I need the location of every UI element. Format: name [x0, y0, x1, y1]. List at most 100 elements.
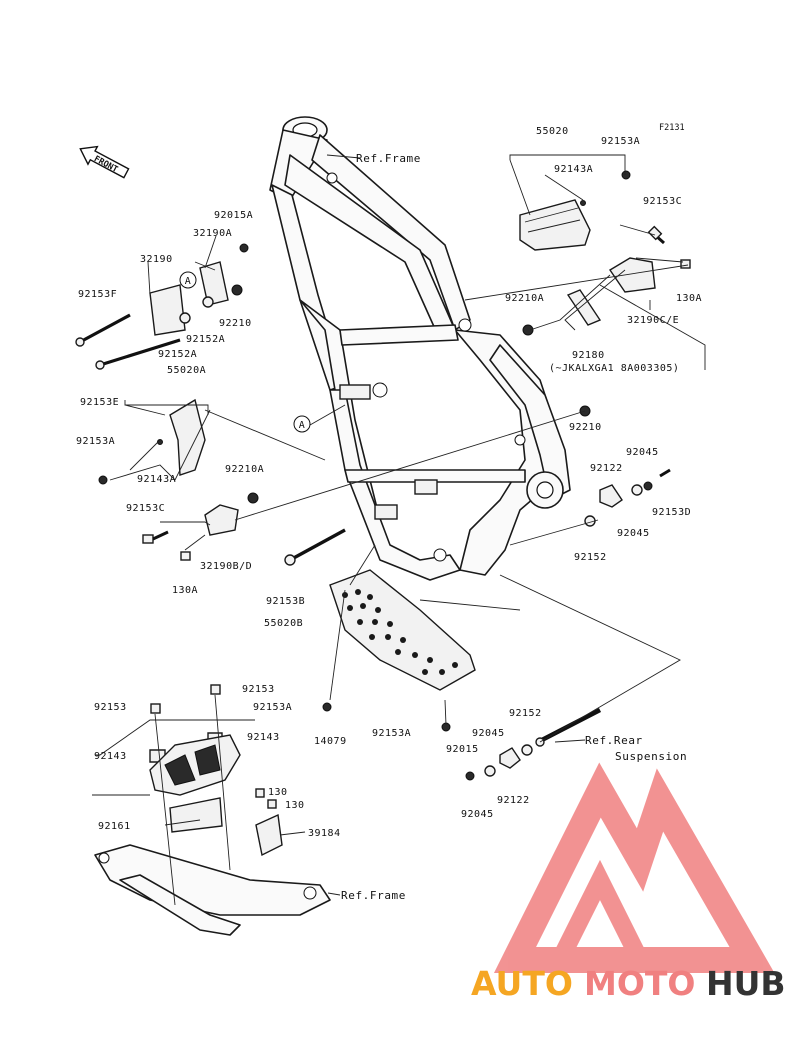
- part-label: 92180: [572, 350, 605, 361]
- part-labels: F2131 55020 92153A 92143A 92153C 130A 32…: [76, 123, 702, 902]
- part-label: 92045: [626, 447, 659, 458]
- part-label: 92153: [242, 684, 275, 695]
- part-label: 92143A: [137, 474, 176, 485]
- bolt-92153c: [647, 225, 665, 245]
- bracket-32190b: [204, 504, 239, 536]
- part-label: 130A: [676, 293, 702, 304]
- bolt-130a-left: [180, 551, 191, 561]
- part-label: 92153: [94, 702, 127, 713]
- watermark-text: AUTO MOTO HUB: [471, 964, 786, 1003]
- ref-frame-bottom: Ref.Frame: [341, 889, 406, 902]
- bracket-32190c: [609, 257, 656, 293]
- bolt-92153-left: [150, 703, 161, 714]
- nut-92210: [231, 284, 243, 296]
- part-label: 92210: [219, 318, 252, 329]
- bolt-130-a: [255, 788, 265, 798]
- plate-92161: [169, 797, 223, 833]
- part-label: 55020B: [264, 618, 303, 629]
- part-label: 130: [285, 800, 305, 811]
- skid-plate-55020b: [329, 569, 476, 691]
- bushing-92122-lower: [499, 747, 521, 769]
- long-bolt-92153b: [284, 528, 346, 566]
- part-label: 92045: [461, 809, 494, 820]
- part-label: 92122: [590, 463, 623, 474]
- part-label: 32190: [140, 254, 173, 265]
- bolt-92015a: [239, 243, 249, 253]
- bolt-92153a: [621, 170, 631, 180]
- washer-92045-lower-a: [484, 765, 496, 777]
- bolt-130-b: [267, 799, 277, 809]
- part-label: 92153F: [78, 289, 117, 300]
- part-label: 92153A: [372, 728, 411, 739]
- part-label: (~JKALXGA1 8A003305): [549, 363, 679, 374]
- part-label: 130: [268, 787, 288, 798]
- part-label: 32190A: [193, 228, 232, 239]
- ref-frame-top: Ref.Frame: [356, 152, 421, 165]
- part-label: 92015A: [214, 210, 253, 221]
- part-label: 92015: [446, 744, 479, 755]
- long-bolt-92153e: [95, 338, 181, 370]
- engine-guard-55020: [519, 199, 591, 251]
- guard-14079: [149, 734, 241, 796]
- part-label: 14079: [314, 736, 347, 747]
- part-label: 92152: [574, 552, 607, 563]
- part-label: 92143A: [554, 164, 593, 175]
- part-label: 92045: [472, 728, 505, 739]
- bushing-92122: [599, 484, 623, 508]
- bolt-92153c-left: [142, 530, 169, 544]
- part-label: 32190C/E: [627, 315, 679, 326]
- part-label: 92152: [509, 708, 542, 719]
- part-label: 55020A: [167, 365, 206, 376]
- part-label: 32190B/D: [200, 561, 252, 572]
- long-bolt-92153f: [75, 313, 131, 347]
- bracket-32190a: [199, 261, 229, 306]
- callout-a-text: A: [299, 420, 306, 431]
- ref-rear: Ref.Rear: [585, 734, 643, 747]
- part-label: 92143: [247, 732, 280, 743]
- watermark-hub: HUB: [706, 964, 786, 1003]
- part-label: 92153A: [253, 702, 292, 713]
- part-label: 92153C: [643, 196, 682, 207]
- bolt-130a-right: [680, 259, 691, 269]
- front-arrow-icon: FRONT: [79, 145, 130, 179]
- collar-92152a-2: [179, 312, 191, 324]
- figure-code: F2131: [659, 123, 685, 133]
- part-label: 92153C: [126, 503, 165, 514]
- part-label: 92153A: [76, 436, 115, 447]
- bolt-92153a-left: [98, 475, 108, 485]
- washer-92045-a: [631, 484, 643, 496]
- washer-92045-b: [643, 481, 653, 491]
- part-label: 92210: [569, 422, 602, 433]
- leader-lines: [92, 154, 706, 906]
- part-label: 92153D: [652, 507, 691, 518]
- part-label: 130A: [172, 585, 198, 596]
- nut-92210a-right: [522, 324, 534, 336]
- part-label: 92210A: [225, 464, 264, 475]
- part-label: 92122: [497, 795, 530, 806]
- subframe-lower: [94, 844, 331, 936]
- callout-a-left: A: [179, 271, 197, 289]
- callout-a-text: A: [185, 276, 192, 287]
- part-label: 92210A: [505, 293, 544, 304]
- part-label: 55020: [536, 126, 569, 137]
- nut-92210a-left: [247, 492, 259, 504]
- plate-92180: [566, 289, 602, 326]
- bracket-39184: [255, 813, 283, 857]
- main-frame: [269, 116, 571, 581]
- washer-92015: [465, 771, 475, 781]
- part-label: 92161: [98, 821, 131, 832]
- watermark-auto: AUTO: [471, 964, 573, 1003]
- part-label: 92153A: [601, 136, 640, 147]
- engine-guard-55020a: [169, 398, 206, 476]
- watermark-logo: [493, 762, 775, 973]
- part-label: 92143: [94, 751, 127, 762]
- callout-a-mid: A: [293, 415, 311, 433]
- part-label: 92153E: [80, 397, 119, 408]
- part-label: 39184: [308, 828, 341, 839]
- part-label: 92152A: [186, 334, 225, 345]
- bracket-32190: [149, 284, 186, 336]
- part-label: 92153B: [266, 596, 305, 607]
- bolt-92153d: [659, 468, 671, 478]
